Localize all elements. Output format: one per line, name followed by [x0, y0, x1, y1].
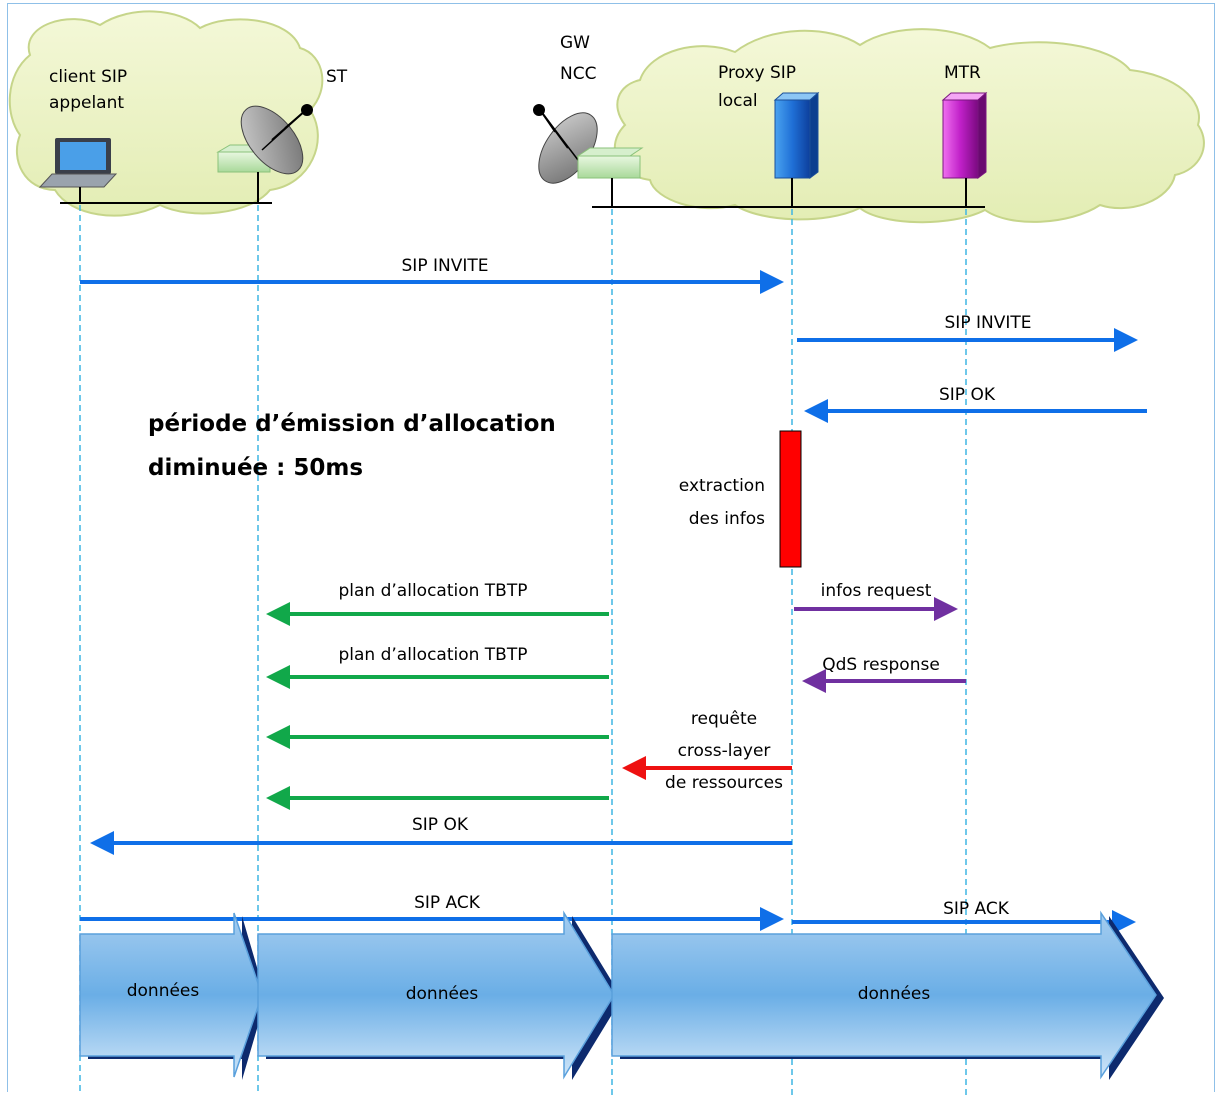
note-line-1: période d’émission d’allocation [148, 411, 556, 437]
proxy-label: Proxy SIP local [718, 63, 796, 111]
text-line: requête [691, 709, 757, 729]
diagram-frame [7, 3, 1215, 1092]
data-flow-3-label: données [858, 984, 931, 1004]
data-flow-3 [611, 910, 1164, 1080]
text-line: client SIP [49, 67, 127, 87]
text-line: local [718, 91, 758, 111]
data-flow-2-label: données [406, 984, 479, 1004]
text-line: NCC [560, 64, 596, 84]
label-ack-2: SIP ACK [943, 899, 1010, 919]
laptop-icon [38, 138, 118, 203]
st-label: ST [326, 67, 348, 87]
note-line-2: diminuée : 50ms [148, 455, 363, 481]
st-dish-icon [240, 104, 313, 175]
text-line: ST [326, 67, 348, 87]
label-invite-2: SIP INVITE [945, 313, 1032, 333]
label-crosslayer: requête cross-layer de ressources [665, 709, 783, 793]
mtr-server-icon [941, 91, 988, 207]
label-ok-1: SIP OK [939, 385, 996, 405]
text-line: cross-layer [678, 741, 771, 761]
data-flow-2 [257, 910, 622, 1080]
gw-label: GW NCC [560, 33, 596, 84]
label-tbtp-1: plan d’allocation TBTP [339, 581, 528, 601]
data-flow-1-label: données [127, 981, 200, 1001]
text-line: appelant [49, 93, 124, 113]
text-line: des infos [689, 509, 765, 529]
label-invite-1: SIP INVITE [402, 256, 489, 276]
gw-dish-icon [533, 104, 598, 184]
extraction-label: extraction des infos [679, 476, 765, 529]
text-line: Proxy SIP [718, 63, 796, 83]
label-qds-response: QdS response [822, 655, 940, 675]
text-line: extraction [679, 476, 765, 496]
data-flow-arrows [79, 910, 1164, 1080]
right-cloud [613, 28, 1205, 224]
label-ack-1: SIP ACK [414, 893, 481, 913]
label-tbtp-2: plan d’allocation TBTP [339, 645, 528, 665]
gw-modem-icon [576, 147, 644, 207]
mtr-label: MTR [944, 63, 981, 83]
client-label: client SIP appelant [49, 67, 127, 113]
text-line: MTR [944, 63, 981, 83]
label-ok-2: SIP OK [412, 815, 469, 835]
data-flow-1 [79, 912, 266, 1080]
text-line: GW [560, 33, 590, 53]
text-line: de ressources [665, 773, 783, 793]
proxy-server-icon [773, 91, 820, 207]
extraction-process-box [779, 430, 802, 568]
label-infos-request: infos request [821, 581, 932, 601]
